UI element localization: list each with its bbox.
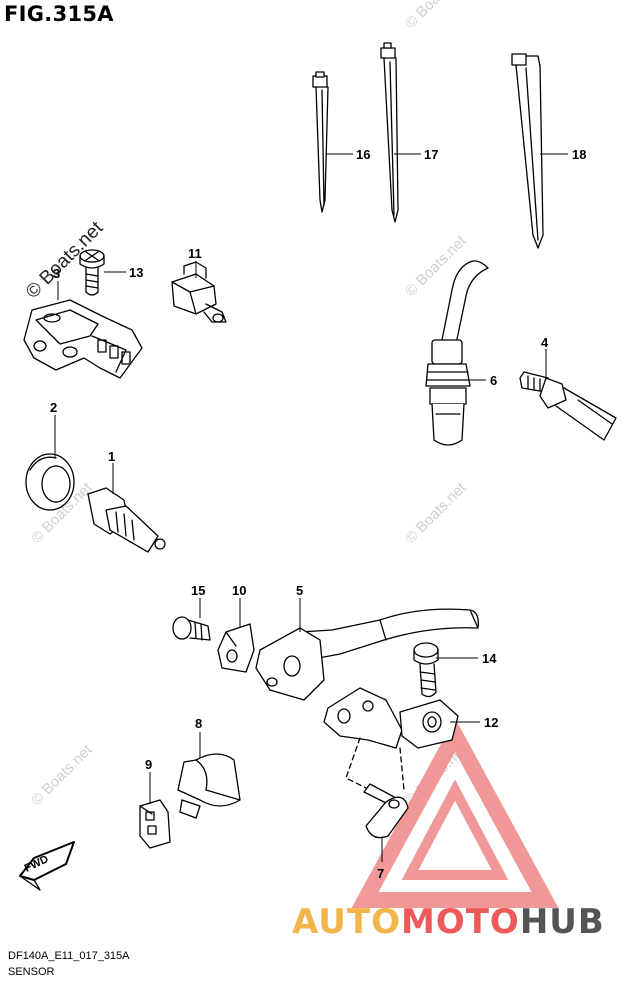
- callout-15: 15: [191, 583, 205, 598]
- oxygen-sensor-6: [425, 260, 489, 446]
- callout-17: 17: [424, 147, 438, 162]
- brand-part-auto: AUTO: [292, 902, 401, 942]
- callout-3: 3: [53, 266, 60, 281]
- brand-part-moto: MOTO: [400, 902, 520, 942]
- callout-7: 7: [377, 866, 384, 881]
- callout-10: 10: [232, 583, 246, 598]
- callout-8: 8: [195, 716, 202, 731]
- brand-part-hub: HUB: [519, 902, 605, 942]
- bolt-14: [413, 642, 439, 698]
- cable-tie-17: [380, 42, 399, 223]
- bracket-10: [217, 623, 255, 673]
- bracket-12: [323, 687, 459, 749]
- map-sensor-3: [23, 299, 143, 379]
- clip-7: [363, 783, 409, 839]
- callout-12: 12: [484, 715, 498, 730]
- brand-triangle-logo: [351, 718, 559, 908]
- model-code: DF140A_E11_017_315A: [8, 950, 130, 962]
- pressure-sensor-11: [171, 261, 227, 323]
- temp-sensor-1: [87, 487, 166, 553]
- callout-1: 1: [108, 449, 115, 464]
- callout-6: 6: [490, 373, 497, 388]
- cable-tie-16: [312, 71, 329, 213]
- figure-title: FIG.315A: [4, 2, 114, 26]
- callout-2: 2: [50, 400, 57, 415]
- sensor-5: [255, 608, 479, 701]
- callout-18: 18: [572, 147, 586, 162]
- grommet-2: [25, 453, 75, 511]
- callout-13: 13: [129, 265, 143, 280]
- callout-5: 5: [296, 583, 303, 598]
- brand-wordmark: AUTOMOTOHUB: [292, 902, 605, 942]
- section-label: SENSOR: [8, 966, 55, 978]
- temperature-sensor-4: [519, 371, 617, 441]
- callout-11: 11: [188, 246, 202, 261]
- cable-tie-18: [511, 53, 544, 249]
- callout-4: 4: [541, 335, 549, 350]
- callout-16: 16: [356, 147, 370, 162]
- bolt-15: [172, 616, 211, 641]
- fwd-arrow-icon: [19, 841, 75, 891]
- callout-14: 14: [482, 651, 497, 666]
- plate-9: [139, 799, 171, 849]
- clamp-8: [177, 753, 241, 819]
- bolt-13: [79, 249, 105, 296]
- callout-9: 9: [145, 757, 152, 772]
